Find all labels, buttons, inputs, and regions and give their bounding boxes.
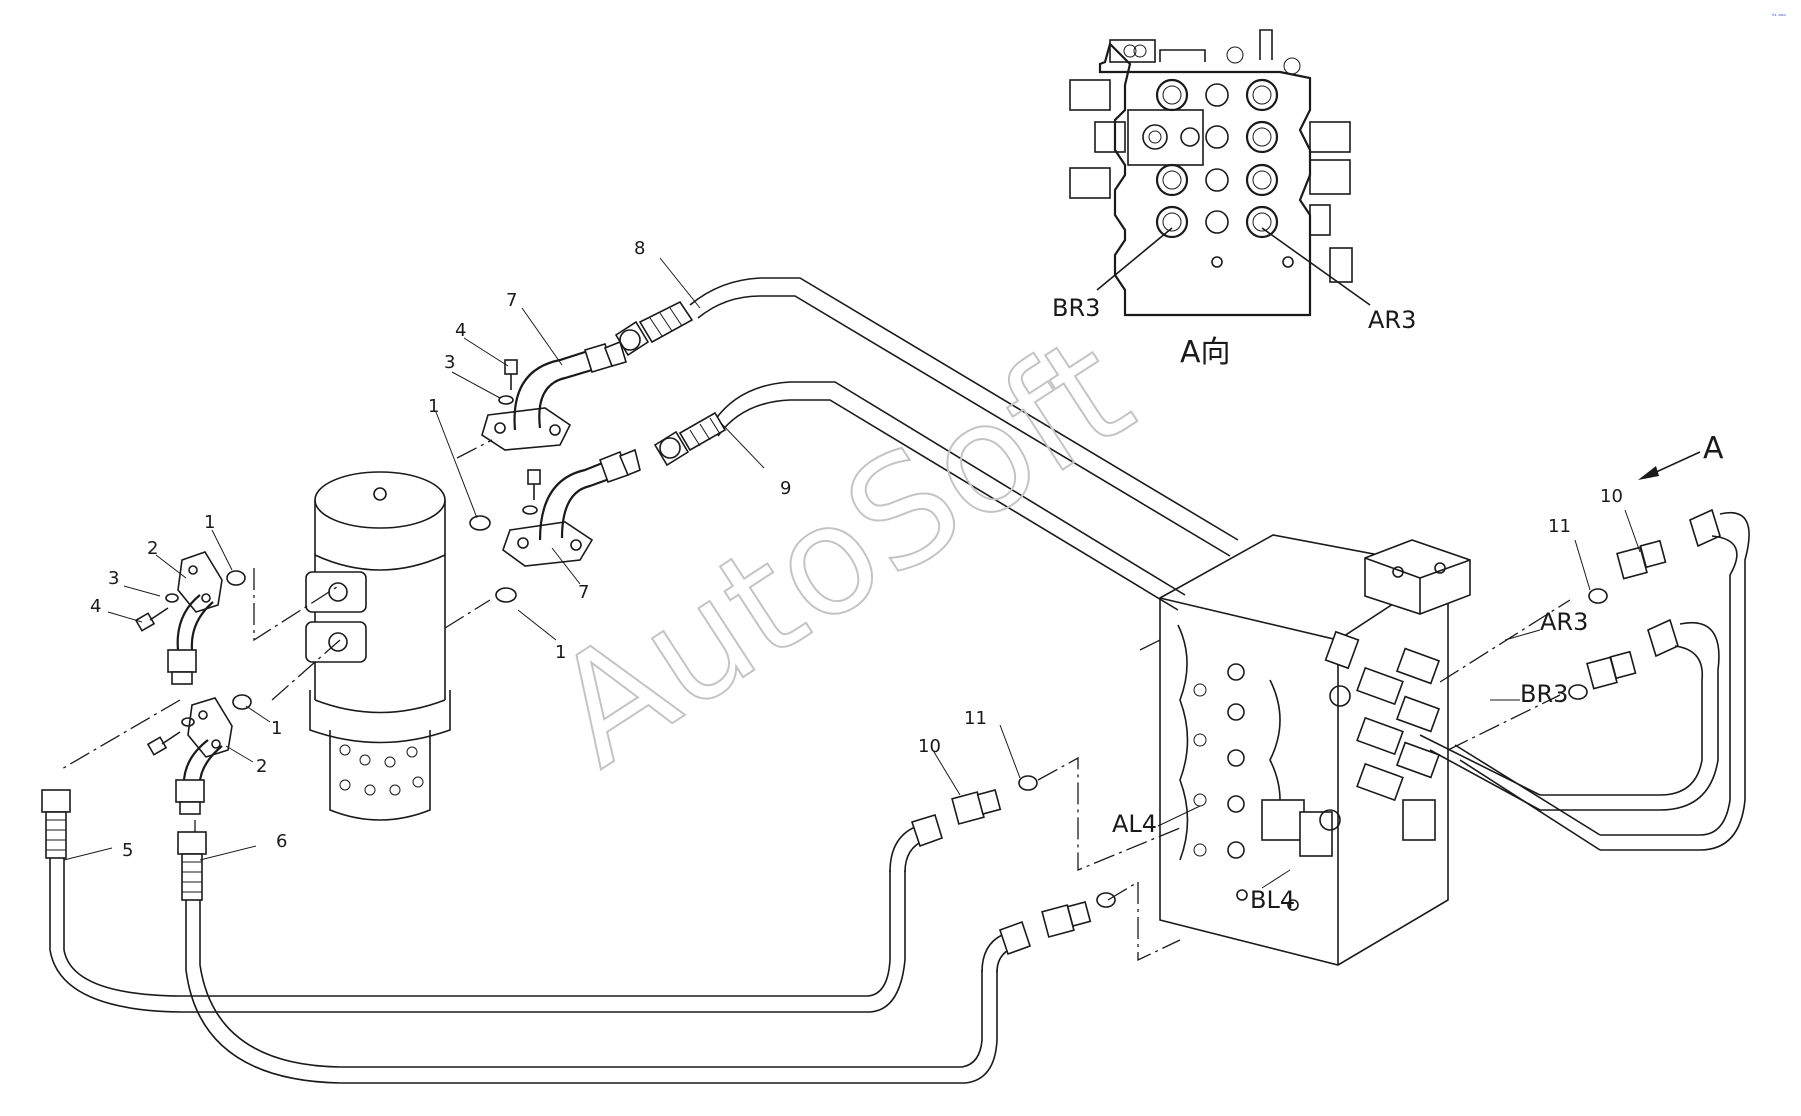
part-label-5: 5 <box>122 840 133 861</box>
part-label-2-lower: 2 <box>256 756 267 777</box>
port-label-br3-view: BR3 <box>1052 294 1100 322</box>
port-label-bl4: BL4 <box>1250 886 1295 914</box>
o-ring-1-upper <box>469 515 491 531</box>
part-label-7-upper: 7 <box>506 290 517 311</box>
part-label-10-lower: 10 <box>918 736 941 757</box>
part-label-2-upper: 2 <box>147 538 158 559</box>
hose-5 <box>41 789 906 1013</box>
center-lines <box>59 439 1571 962</box>
part-label-8: 8 <box>634 238 645 259</box>
bolt-left-lower <box>146 717 195 756</box>
elbow-flange-7-lower <box>502 448 641 567</box>
valve-port-fittings <box>1324 630 1441 802</box>
corner-mark: ⁰ˢ ᵃᵘᵒ <box>1772 13 1786 20</box>
part-label-11-right: 11 <box>1548 516 1571 537</box>
bolt-4-left <box>134 593 179 632</box>
part-label-9: 9 <box>780 478 791 499</box>
port-label-ar3: AR3 <box>1540 608 1588 636</box>
part-label-4-left: 4 <box>90 596 101 617</box>
main-control-valve <box>1159 534 1471 966</box>
hose-6-right-fitting <box>981 901 1092 973</box>
part-label-1-lower: 1 <box>271 718 282 739</box>
hose-6 <box>177 831 998 1084</box>
part-label-1-middle: 1 <box>555 642 566 663</box>
part-label-7-lower: 7 <box>578 582 589 603</box>
hose-8-fitting <box>614 300 694 357</box>
o-ring-11-right-upper <box>1588 588 1608 604</box>
part-label-10-right: 10 <box>1600 486 1623 507</box>
bolt-4-lower-right <box>522 469 541 515</box>
part-label-3-upper: 3 <box>444 352 455 373</box>
part-label-6: 6 <box>276 831 287 852</box>
watermark-text: AutoSoft <box>525 303 1160 800</box>
part-label-1-upper: 1 <box>428 396 439 417</box>
hose-9-fitting <box>653 411 727 467</box>
part-label-1-left: 1 <box>204 512 215 533</box>
leader-lines <box>63 257 1641 889</box>
hose-10-right-lower <box>1540 618 1720 811</box>
o-ring-11-right-lower <box>1568 684 1588 700</box>
hose-5-right-fitting <box>889 789 1002 873</box>
elbow-flange-2-upper <box>167 551 223 685</box>
steering-unit <box>305 471 451 821</box>
o-ring-1-left-lower <box>232 694 252 710</box>
port-label-ar3-view: AR3 <box>1368 306 1416 334</box>
o-ring-11-bottom <box>1096 892 1116 908</box>
port-label-br3: BR3 <box>1520 680 1568 708</box>
hose-8-tube <box>689 277 1239 557</box>
view-direction-letter: A <box>1703 431 1724 466</box>
elbow-flange-2-lower <box>175 697 233 815</box>
o-ring-11-lower <box>1018 775 1038 791</box>
part-label-3-left: 3 <box>108 568 119 589</box>
port-label-al4: AL4 <box>1112 810 1157 838</box>
hose-10-right-upper <box>1600 508 1750 851</box>
view-direction-arrow <box>1638 451 1701 480</box>
o-ring-1-middle <box>495 587 517 603</box>
detail-view-caption: A向 <box>1180 335 1231 370</box>
elbow-flange-7-upper <box>481 340 627 451</box>
o-ring-1-left-upper <box>226 570 246 586</box>
part-label-4-upper: 4 <box>455 320 466 341</box>
bolt-4-upper <box>498 359 518 405</box>
hose-route-right-2 <box>1454 744 1601 851</box>
part-label-11-lower: 11 <box>964 708 987 729</box>
detail-view-a-valve <box>1069 29 1371 317</box>
